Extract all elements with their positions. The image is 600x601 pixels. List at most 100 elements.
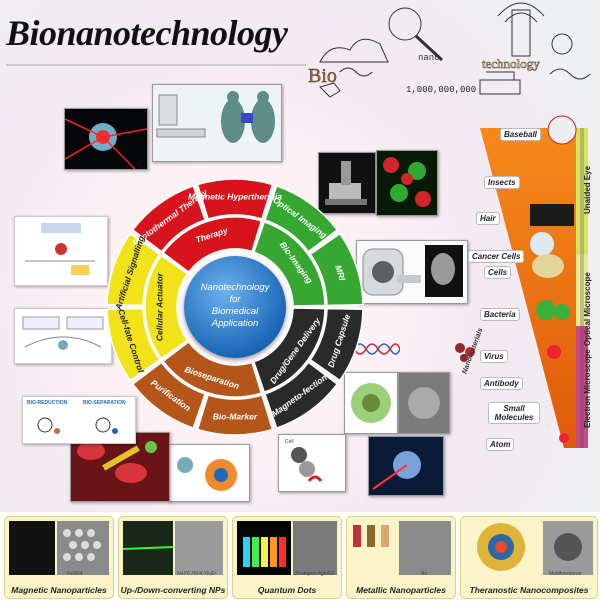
card-theranostic-nanocomposites: Multifunctional Theranostic Nanocomposit… — [460, 516, 598, 599]
center-circle: Nanotechnology for Biomedical Applicatio… — [184, 256, 286, 358]
band-electron-microscope: Electron Microscope — [583, 349, 592, 429]
outer-label-9: Artificial Signalling — [113, 234, 147, 312]
micelle-graphic — [351, 383, 391, 423]
outer-segment-7 — [131, 361, 207, 429]
laser-graphic — [65, 118, 147, 169]
sketch-drawing: Bio nano technology 1,000,000,000 — [308, 2, 591, 98]
inner-label-1: Bio-Imaging — [278, 240, 315, 286]
outer-label-8: Cell-fate Control — [116, 308, 146, 375]
blood-cells-graphic — [77, 441, 157, 483]
outer-segment-5 — [263, 361, 339, 429]
outer-label-5: Magneto-fection — [270, 372, 329, 419]
tem-porous-image — [398, 372, 450, 434]
scale-item-hair: Hair — [476, 212, 500, 225]
nanoparticle-render-graphic — [372, 451, 421, 490]
scale-item-cells: Cells — [484, 266, 512, 279]
metallic-formula: Au — [421, 571, 428, 577]
metallic-title: Metallic Nanoparticles — [356, 585, 446, 595]
dna-graphic — [354, 343, 400, 355]
cell-fate-graphic — [22, 316, 104, 350]
page-title: Bionanotechnology — [6, 13, 288, 53]
fluorescent-cells-image — [376, 150, 438, 216]
scale-item-small-molecules: Small Molecules — [488, 402, 540, 424]
band-unaided-eye: Unaided Eye — [583, 166, 592, 215]
tem-porous-graphic — [399, 373, 449, 433]
signalling-graphic — [25, 223, 95, 275]
mri-graphic — [362, 245, 463, 297]
artificial-signalling-diagram — [14, 216, 108, 286]
outer-label-1: Magnetic Hyperthermia — [188, 191, 282, 201]
magnetofection-graphic — [291, 447, 323, 482]
outer-label-4: Drug Capsule — [326, 313, 353, 369]
scale-item-cancer-cells: Cancer Cells — [468, 250, 525, 263]
center-line-3: Biomedical — [211, 306, 259, 317]
card-upconverting-nps: NaY0.78F4:Yb,Er Up-/Down-converting NPs — [118, 516, 228, 599]
magnetic-nanoparticles-title: Magnetic Nanoparticles — [11, 585, 107, 595]
quantum-dots-graphic — [237, 521, 337, 575]
quantum-dots-formula: Zn-doped AgInS2 — [295, 571, 335, 577]
hyperthermia-device-image — [152, 84, 282, 162]
metallic-np-graphic — [353, 521, 451, 575]
title-underline — [6, 64, 306, 66]
size-scale-panel — [476, 100, 594, 460]
device-graphic — [156, 91, 275, 143]
nanoparticle-render-image — [368, 436, 444, 496]
dinosaur-sketch — [319, 38, 389, 63]
card-magnetic-nanoparticles: Fe3O4 Magnetic Nanoparticles — [4, 516, 114, 599]
outer-segment-9 — [106, 232, 161, 307]
fluorescent-cells-graphic — [383, 157, 431, 207]
inner-segment-4 — [144, 254, 189, 360]
nanomaterials-particles — [455, 343, 475, 362]
upconverting-graphic — [122, 521, 223, 575]
magnetic-particle-diagram — [168, 444, 250, 502]
outer-segment-6 — [196, 394, 274, 436]
magnetic-particle-graphic — [177, 457, 237, 491]
magnetic-np-graphic — [9, 521, 109, 575]
upconverting-formula: NaY0.78F4:Yb,Er — [177, 571, 217, 577]
card-quantum-dots: Zn-doped AgInS2 Quantum Dots — [232, 516, 342, 599]
micelle-image — [344, 372, 398, 434]
scale-item-antibody: Antibody — [480, 377, 523, 390]
bio-separation-label: BIO-SEPARATION — [83, 400, 126, 406]
scale-item-virus: Virus — [480, 350, 508, 363]
outer-label-3: MRI — [333, 264, 348, 283]
outer-segment-1 — [196, 178, 274, 220]
sketch-nano-text: nano — [418, 53, 440, 63]
outer-segment-0 — [131, 185, 207, 253]
bio-reduction-graphic — [37, 417, 118, 434]
theranostic-title: Theranostic Nanocomposites — [469, 585, 589, 595]
quantum-dots-title: Quantum Dots — [257, 585, 317, 595]
bio-reduction-separation-panel: BIO-REDUCTION BIO-SEPARATION — [22, 396, 136, 444]
scale-item-insects: Insects — [484, 176, 520, 189]
microscope-image — [318, 152, 376, 214]
cell-fate-diagram — [14, 308, 112, 364]
dna-image — [354, 338, 400, 360]
card-metallic-nanoparticles: Au Metallic Nanoparticles — [346, 516, 456, 599]
scale-graphic — [480, 115, 588, 448]
sketch-technology-text: technology — [482, 56, 540, 71]
magnetofection-cell-image: Cell — [278, 434, 346, 492]
inner-label-4: Cellular Actuator — [154, 272, 164, 341]
inner-label-3: Bioseparation — [184, 364, 241, 391]
center-line-1: Nanotechnology — [200, 282, 270, 293]
magnetic-formula: Fe3O4 — [67, 571, 83, 577]
outer-label-6: Bio-Marker — [213, 411, 258, 421]
scale-item-baseball: Baseball — [500, 128, 541, 141]
mri-scanner-image — [356, 240, 468, 304]
center-line-2: for — [229, 294, 241, 305]
laser-nanoparticle-image — [64, 108, 148, 170]
center-line-4: Application — [211, 318, 259, 329]
outer-segment-8 — [106, 307, 161, 382]
upconverting-title: Up-/Down-converting NPs — [120, 585, 226, 595]
sketch-bio-text: Bio — [308, 65, 337, 87]
sketch-count-text: 1,000,000,000 — [406, 85, 476, 95]
outer-label-0: Photothermal Therapy — [130, 186, 210, 248]
sketch-illustration: Bio nano technology 1,000,000,000 — [300, 2, 596, 100]
inner-label-0: Therapy — [194, 225, 230, 245]
scale-item-bacteria: Bacteria — [480, 308, 520, 321]
outer-label-7: Purification — [149, 378, 193, 414]
theranostic-formula: Multifunctional — [549, 571, 581, 577]
bio-reduction-label: BIO-REDUCTION — [27, 400, 68, 406]
microscope-graphic — [325, 161, 367, 205]
